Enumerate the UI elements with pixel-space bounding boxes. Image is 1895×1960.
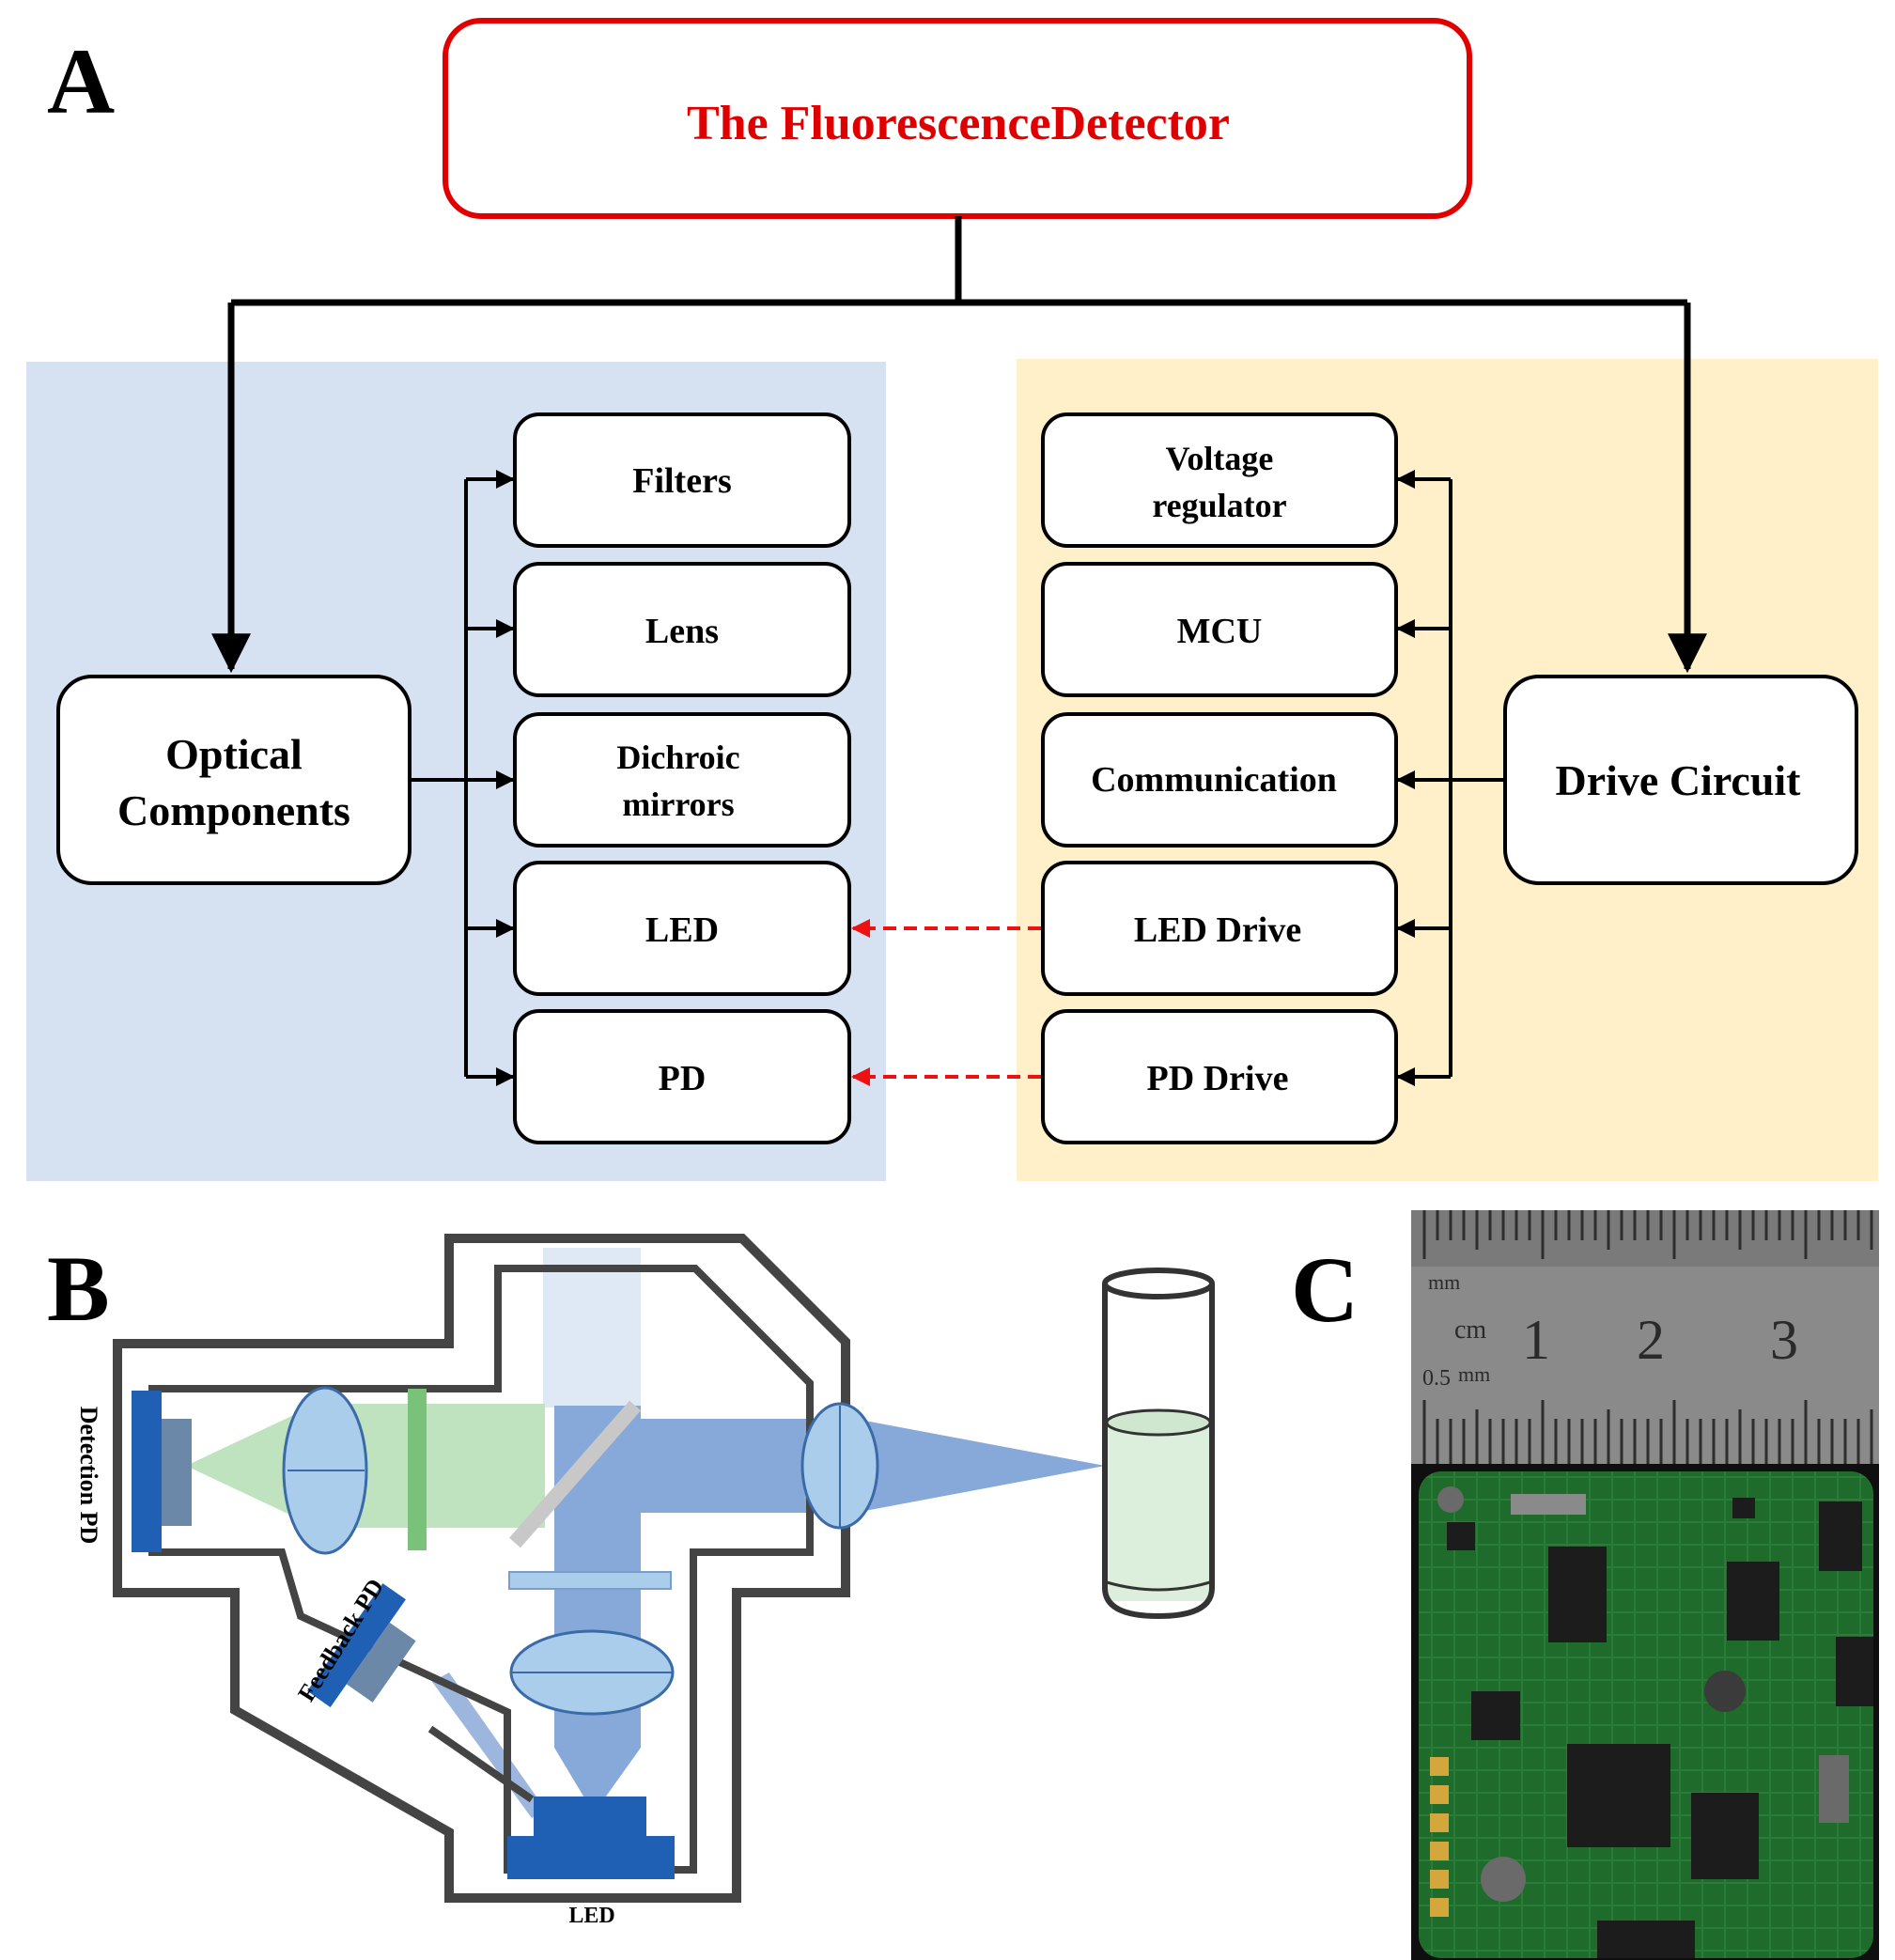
ruler-number-1: 1 [1522, 1309, 1550, 1371]
pcb-components [1430, 1486, 1873, 1958]
optical-item-led-label: LED [645, 910, 719, 950]
optical-item-filters-label: Filters [632, 461, 732, 501]
optics-schematic: Detection PD LED Feedback PD [75, 1234, 1215, 1928]
ruler-unit-cm: cm [1454, 1315, 1486, 1345]
optical-item-dichroic: Dichroic mirrors [513, 712, 851, 848]
optical-components-box: Optical Components [56, 675, 412, 885]
dichroic-mirror [508, 1400, 642, 1548]
panel-label-c: C [1291, 1237, 1359, 1342]
ruler-ticks [1422, 1210, 1873, 1259]
ruler-number-3: 3 [1770, 1309, 1798, 1371]
excitation-filter [508, 1571, 672, 1590]
tree-connectors [211, 216, 1707, 674]
optical-item-dichroic-label-1: Dichroic [616, 739, 739, 776]
optical-item-lens: Lens [513, 562, 851, 697]
drive-item-pd-drive: PD Drive [1041, 1009, 1398, 1144]
drive-circuit-box: Drive Circuit [1503, 675, 1858, 885]
ruler-half-mm: mm [1458, 1362, 1490, 1386]
drive-item-voltage-regulator: Voltage regulator [1041, 412, 1398, 548]
drive-item-pd-drive-label: PD Drive [1147, 1059, 1289, 1098]
drive-item-mcu-label: MCU [1177, 612, 1263, 651]
emission-filter [408, 1389, 427, 1550]
optical-item-dichroic-label-2: mirrors [622, 786, 734, 823]
diagram-title: The FluorescenceDetector [687, 97, 1230, 150]
panel-label-b: B [47, 1237, 110, 1341]
optical-components-label-2: Components [117, 786, 350, 834]
ruler-number-2: 2 [1637, 1309, 1665, 1371]
detection-pd-sensor [162, 1419, 192, 1526]
drive-item-communication-label: Communication [1091, 760, 1337, 800]
drive-circuit-label: Drive Circuit [1555, 756, 1801, 804]
detection-pd-label: Detection PD [75, 1407, 102, 1545]
housing-outer [113, 1234, 850, 1903]
top-beam [543, 1248, 641, 1408]
led-top [534, 1797, 646, 1836]
panel-label-a: A [47, 29, 115, 133]
drive-item-mcu: MCU [1041, 562, 1398, 697]
pcb-photo: mm cm 0.5 mm 1 2 3 [1411, 1210, 1879, 1960]
feedback-baffle [427, 1725, 535, 1803]
ruler-half: 0.5 [1422, 1366, 1451, 1391]
led-label: LED [568, 1904, 614, 1928]
led-base [507, 1836, 675, 1879]
drive-to-optical-links [851, 919, 1041, 1086]
drive-item-led-drive: LED Drive [1041, 861, 1398, 996]
optical-item-filters: Filters [513, 412, 851, 548]
ruler-unit-mm: mm [1428, 1270, 1460, 1294]
optical-item-lens-label: Lens [645, 612, 719, 651]
optical-item-pd-label: PD [659, 1059, 707, 1098]
detection-pd-body [132, 1391, 162, 1552]
focus-beam [834, 1419, 1105, 1513]
drive-item-led-drive-label: LED Drive [1134, 910, 1301, 950]
cuvette [1102, 1268, 1215, 1620]
drive-item-voltage-label-2: regulator [1152, 487, 1286, 524]
title-box: The FluorescenceDetector [443, 18, 1472, 219]
drive-item-voltage-label-1: Voltage [1166, 440, 1274, 477]
feedback-pd-sensor [346, 1622, 416, 1703]
optical-bracket [410, 470, 515, 1086]
optical-item-pd: PD [513, 1009, 851, 1144]
feedback-pd-body [307, 1583, 406, 1707]
drive-item-communication: Communication [1041, 712, 1398, 848]
ruler-ticks-bottom [1422, 1400, 1873, 1464]
optical-components-label-1: Optical [165, 730, 303, 778]
optical-item-led: LED [513, 861, 851, 996]
excitation-beam-horizontal [554, 1419, 834, 1513]
feedback-beam [432, 1672, 545, 1818]
housing-inner [148, 1265, 814, 1874]
drive-bracket [1396, 470, 1505, 1086]
